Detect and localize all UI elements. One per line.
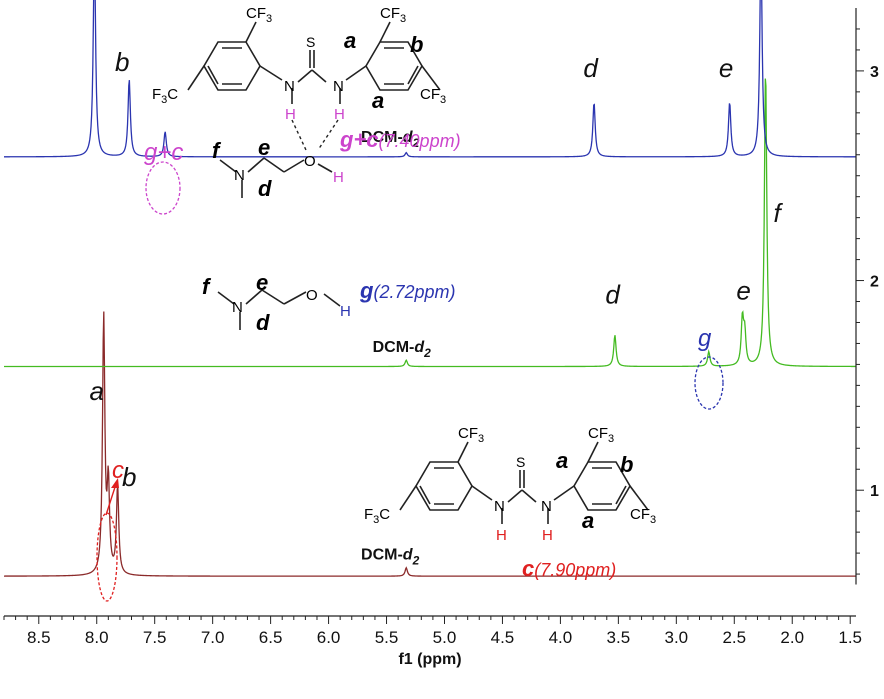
y-tick-label: 3 (870, 64, 879, 81)
s1-n-right: N (333, 78, 344, 95)
x-tick-label: 5.0 (433, 628, 457, 647)
s3-cf3-right2: CF3 (630, 506, 656, 526)
s1-label-a1: a (344, 28, 356, 53)
s3-n-right: N (541, 498, 552, 515)
peak-label-3-d: d (583, 53, 599, 83)
x-tick-label: 2.0 (780, 628, 804, 647)
g-peak-label: g (698, 325, 712, 352)
peak-label-3-e: e (719, 53, 733, 83)
s1-h-left: H (285, 106, 296, 123)
y-tick-label: 2 (870, 274, 879, 291)
structure-aminoalcohol (217, 289, 341, 330)
axes: 8.5 8.0 7.5 7.0 6.5 6.0 5.5 5.0 4.5 4.0 3.5 3.0 2.5 2… (3, 8, 879, 668)
structure-complex (187, 21, 441, 198)
s3-cf3-right: CF3 (588, 425, 614, 445)
s3-label-a1: a (556, 448, 568, 473)
s1-label-d: d (258, 176, 272, 201)
s2-label-e: e (256, 270, 268, 295)
spectrum-trace-1 (4, 311, 856, 577)
solvent-label-3: DCM-d2 (361, 129, 420, 150)
spectra-traces (4, 0, 857, 577)
s2-label-f: f (202, 274, 212, 299)
s3-label-b: b (620, 452, 633, 477)
highlight-marks (96, 161, 724, 602)
x-tick-label: 3.0 (665, 628, 689, 647)
spectrum-trace-3 (4, 0, 856, 158)
s1-cf3-right2: CF3 (420, 86, 446, 106)
text-layer: CF3 F3C N S N H H CF3 CF3 a b a f e d N … (112, 5, 712, 581)
s1-n-left: N (284, 78, 295, 95)
s1-h-right: H (334, 106, 345, 123)
x-tick-label: 6.0 (317, 628, 341, 647)
s1-label-a2: a (372, 88, 384, 113)
s3-s: S (516, 454, 525, 470)
s2-label-d: d (256, 310, 270, 335)
x-tick-label: 8.5 (27, 628, 51, 647)
solvent-label-1: DCM-d2 (361, 546, 420, 567)
x-tick-label: 4.0 (549, 628, 573, 647)
peak-label-1-a: a (90, 376, 104, 406)
g-ppm-label: g(2.72ppm) (359, 278, 456, 303)
s3-n-left: N (494, 498, 505, 515)
hbond-dashes (291, 119, 339, 151)
s3-h-right: H (542, 527, 553, 544)
s1-label-e: e (258, 135, 270, 160)
s1-cf3-right: CF3 (380, 5, 406, 25)
x-tick-label: 2.5 (722, 628, 746, 647)
peak-label-1-b: b (122, 462, 136, 492)
c-peak-label: c (112, 457, 124, 484)
x-tick-label: 3.5 (607, 628, 631, 647)
c-ppm-label: c(7.90ppm) (522, 556, 616, 581)
s1-f3c-left: F3C (152, 86, 178, 106)
x-tick-label: 5.5 (375, 628, 399, 647)
x-tick-label: 8.0 (85, 628, 109, 647)
c-arrow (105, 478, 119, 516)
peak-label-3-b: b (115, 47, 129, 77)
s1-s: S (306, 34, 315, 50)
x-tick-label: 7.0 (201, 628, 225, 647)
s3-f3c-left: F3C (364, 506, 390, 526)
solvent-label-2: DCM-d2 (373, 339, 432, 360)
x-tick-label: 6.5 (259, 628, 283, 647)
peak-label-2-e: e (736, 275, 750, 305)
s1-o: O (304, 153, 316, 170)
x-axis-title: f1 (ppm) (398, 651, 461, 668)
s2-n: N (232, 299, 243, 316)
s3-label-a2: a (582, 508, 594, 533)
x-tick-label: 1.5 (838, 628, 862, 647)
x-tick-label: 4.5 (491, 628, 515, 647)
y-tick-label: 1 (870, 483, 879, 500)
s1-h-oh: H (333, 169, 344, 186)
g-highlight-ellipse (694, 356, 724, 410)
s1-cf3-left: CF3 (246, 5, 272, 25)
c-highlight-ellipse (96, 512, 118, 602)
s2-o: O (306, 287, 318, 304)
s3-cf3-left: CF3 (458, 425, 484, 445)
x-tick-label: 7.5 (143, 628, 167, 647)
s3-h-left: H (496, 527, 507, 544)
s1-label-b: b (410, 32, 423, 57)
s2-h: H (340, 303, 351, 320)
gc-highlight-ellipse (145, 161, 181, 215)
s1-n-amine: N (234, 167, 245, 184)
structure-thiourea (399, 441, 649, 524)
peak-label-2-d: d (605, 280, 621, 310)
s1-label-f: f (212, 138, 222, 163)
peak-label-2-f: f (774, 198, 784, 228)
gc-ppm-label: g+c(7.40ppm) (339, 127, 461, 152)
spectrum-trace-2 (4, 78, 857, 368)
